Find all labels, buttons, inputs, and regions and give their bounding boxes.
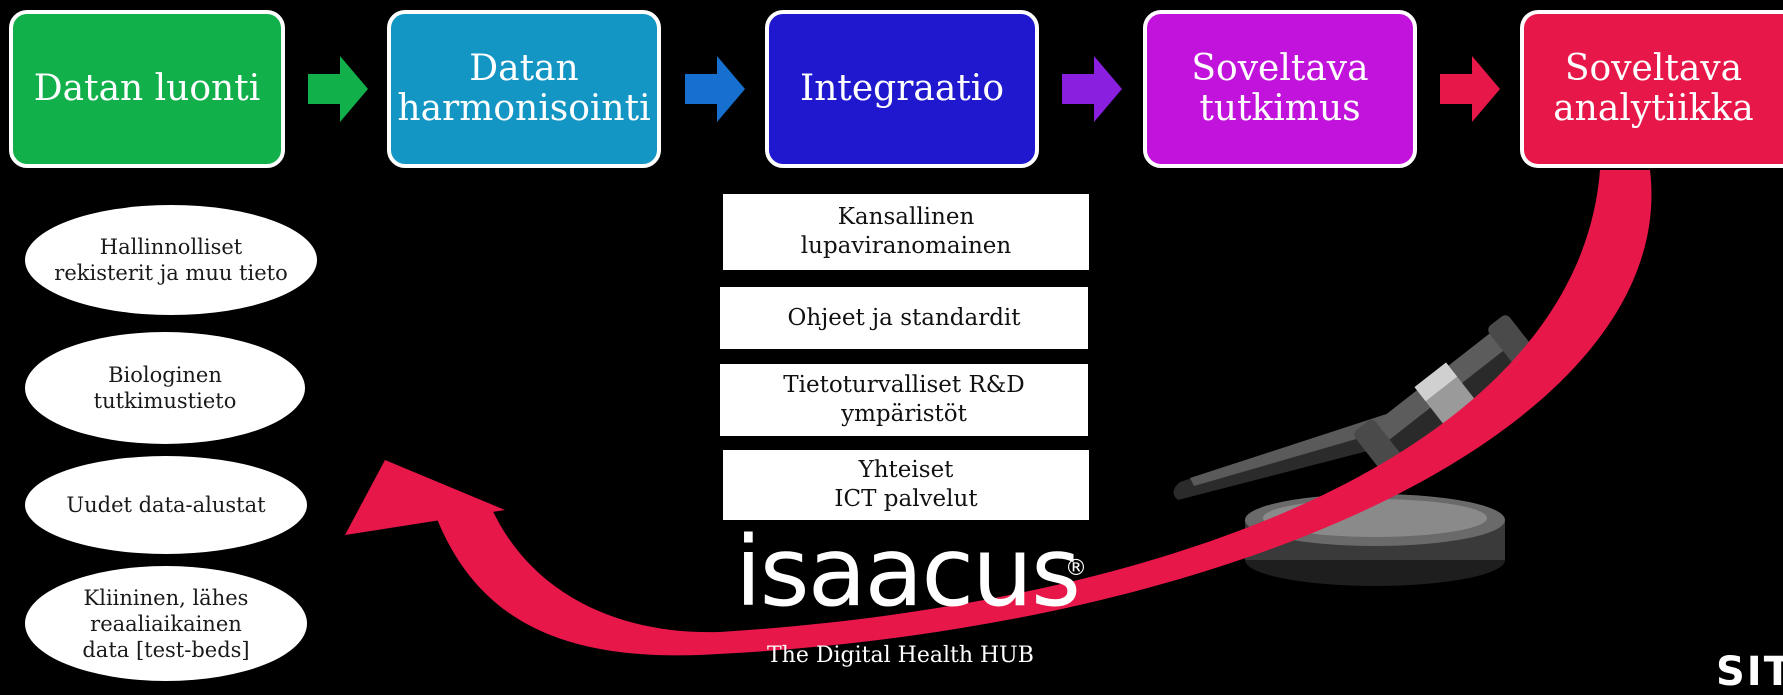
data-source-new-platforms: Uudet data-alustat <box>25 456 307 554</box>
step-label: Datan luonti <box>33 68 261 109</box>
data-source-clinical-test-beds: Kliininen, lähes reaaliaikainen data [te… <box>25 566 307 681</box>
data-source-biological-research: Biologinen tutkimustieto <box>25 332 305 444</box>
component-label: Yhteiset ICT palvelut <box>834 457 978 512</box>
step-label: Soveltava tutkimus <box>1191 48 1369 129</box>
curved-return-arrow-icon <box>345 170 1652 656</box>
step-integraatio: Integraatio <box>765 10 1039 168</box>
component-guidelines-standards: Ohjeet ja standardit <box>720 287 1088 349</box>
data-source-label: Hallinnolliset rekisterit ja muu tieto <box>54 235 288 285</box>
step-label: Soveltava analytiikka <box>1553 48 1754 129</box>
right-arrow-icon <box>308 56 368 122</box>
step-datan-luonti: Datan luonti <box>9 10 285 168</box>
component-secure-rd-environments: Tietoturvalliset R&D ympäristöt <box>720 364 1088 436</box>
sitra-logo: SITRA <box>1716 649 1783 695</box>
logo-tagline: The Digital Health HUB <box>767 643 1034 668</box>
step-soveltava-analytiikka: Soveltava analytiikka <box>1520 10 1783 168</box>
right-arrow-icon <box>1062 56 1122 122</box>
step-datan-harmonisointi: Datan harmonisointi <box>387 10 661 168</box>
component-shared-ict-services: Yhteiset ICT palvelut <box>723 450 1089 520</box>
component-label: Ohjeet ja standardit <box>787 304 1021 331</box>
data-source-label: Uudet data-alustat <box>66 493 266 517</box>
component-label: Tietoturvalliset R&D ympäristöt <box>783 372 1025 427</box>
data-source-administrative-registers: Hallinnolliset rekisterit ja muu tieto <box>25 205 317 315</box>
right-arrow-icon <box>685 56 745 122</box>
diagram-canvas: Datan luonti Datan harmonisointi Integra… <box>9 10 1783 694</box>
isaacus-logo: isaacus <box>735 516 1081 628</box>
data-source-label: Biologinen tutkimustieto <box>93 363 237 413</box>
right-arrow-icon <box>1440 56 1500 122</box>
registered-mark: ® <box>1065 556 1087 581</box>
step-label: Datan harmonisointi <box>397 48 651 129</box>
step-soveltava-tutkimus: Soveltava tutkimus <box>1143 10 1417 168</box>
component-national-permit-authority: Kansallinen lupaviranomainen <box>723 194 1089 270</box>
graphics-layer <box>345 170 1652 656</box>
component-label: Kansallinen lupaviranomainen <box>800 204 1012 259</box>
step-label: Integraatio <box>799 68 1004 109</box>
data-source-label: Kliininen, lähes reaaliaikainen data [te… <box>82 585 250 662</box>
